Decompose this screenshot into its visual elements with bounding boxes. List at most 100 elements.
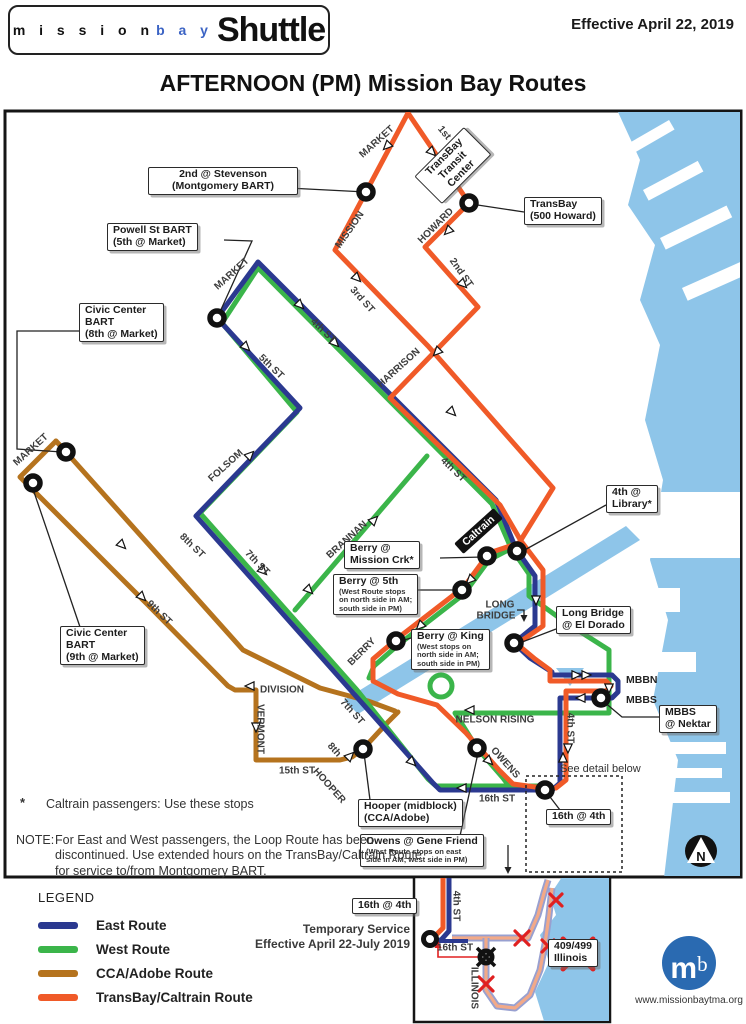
mission-bay-shuttle-logo: m i s s i o n b a y Shuttle: [8, 5, 330, 55]
note-text: For East and West passengers, the Loop R…: [55, 833, 422, 879]
label-line: 16th @ 4th: [552, 810, 606, 822]
direction-arrow-icon: [415, 619, 427, 631]
stop-label-powell-st-bart: Powell St BART(5th @ Market): [107, 223, 198, 251]
direction-arrow-icon: [571, 669, 583, 681]
transbay-caltrain-route-label: TransBay/Caltrain Route: [96, 989, 253, 1005]
stop-label-berry-mission-crk: Berry @Mission Crk*: [344, 541, 420, 569]
stop-label-16th-4th: 16th @ 4th: [546, 809, 612, 825]
note-line-1: For East and West passengers, the Loop R…: [55, 833, 374, 847]
pointer-arrowhead-icon: [520, 615, 528, 622]
discontinued-x-icon: [513, 929, 531, 947]
street-label-15th-st: 15th ST: [278, 765, 316, 777]
page-title: AFTERNOON (PM) Mission Bay Routes: [159, 70, 587, 96]
logo-shuttle-text: Shuttle: [216, 10, 326, 49]
stop-label-transbay-500-howard: TransBay(500 Howard): [524, 197, 602, 225]
street-label-long: LONG: [485, 599, 515, 611]
discontinued-route-orange: [452, 879, 550, 940]
direction-arrow-icon: [293, 298, 305, 310]
asterisk-note-star: *: [20, 795, 26, 810]
stop-marker: [23, 473, 43, 493]
label-line: (500 Howard): [530, 209, 596, 222]
street-label-16th-st: 16th ST: [436, 942, 474, 954]
label-line: (8th @ Market): [85, 327, 158, 340]
logo-bay-text: b a y: [156, 22, 213, 38]
label-line: north side in AM;: [417, 650, 479, 660]
label-connector: [218, 239, 253, 315]
direction-arrow-icon: [250, 722, 262, 734]
label-line: Owens @ Gene Friend: [366, 835, 478, 847]
cca-adobe-route-label: CCA/Adobe Route: [96, 965, 213, 981]
label-line: @ El Dorado: [562, 618, 625, 631]
discontinued-route-orange: [484, 887, 554, 1010]
direction-arrow-icon: [256, 564, 268, 576]
direction-arrow-icon: [581, 669, 593, 681]
direction-arrow-icon: [463, 704, 475, 716]
discontinued-x-icon: [477, 975, 495, 993]
direction-arrow-icon: [243, 450, 255, 462]
label-line: BART: [66, 638, 96, 651]
label-line: 2nd @ Stevenson: [179, 168, 267, 180]
direction-arrow-icon: [135, 590, 147, 602]
stop-marker: [56, 442, 76, 462]
direction-arrow-icon: [482, 754, 494, 766]
direction-arrow-icon: [425, 145, 437, 157]
label-line: 16th @ 4th: [358, 899, 412, 911]
direction-arrow-icon: [367, 515, 379, 527]
label-connector: [33, 491, 81, 628]
stop-label-owens-gene-friend: Owens @ Gene Friend(West Route stops on …: [360, 834, 484, 867]
pier-shape: [682, 254, 740, 301]
label-connector: [602, 700, 659, 718]
note-line-3: for service to/from Montgomery BART.: [55, 863, 267, 878]
pier-shape: [638, 652, 696, 672]
stop-marker: [452, 580, 472, 600]
stop-marker: [477, 546, 497, 566]
label-line: on north side in AM;: [339, 595, 413, 605]
direction-arrow-icon: [432, 345, 444, 357]
effective-date: Effective April 22, 2019: [571, 16, 734, 33]
label-connector: [439, 556, 485, 559]
stop-marker: [356, 182, 376, 202]
direction-arrow-icon: [350, 271, 362, 283]
east-route: [193, 259, 621, 793]
legend-item-transbay: TransBay/Caltrain Route: [38, 985, 253, 1009]
direction-arrow-icon: [530, 595, 542, 607]
street-label-4th-st: 4th ST: [564, 712, 576, 744]
direction-arrow-icon: [328, 336, 340, 348]
street-label-4th-st: 4th ST: [450, 890, 462, 922]
mb-logo-b: b: [697, 952, 708, 977]
street-label-bridge: BRIDGE: [476, 610, 516, 622]
street-label-16th-st: 16th ST: [478, 793, 516, 805]
stop-marker: [504, 633, 524, 653]
label-line: (West Route stops: [339, 586, 406, 596]
direction-arrow-icon: [456, 277, 468, 289]
label-line: Berry @ 5th: [339, 575, 399, 587]
inset-stop-label-16th-4th: 16th @ 4th: [352, 898, 418, 914]
stop-marker: [467, 738, 487, 758]
street-label-division: DIVISION: [260, 684, 304, 696]
pier-shape: [624, 119, 675, 156]
direction-arrow-icon: [455, 782, 467, 794]
stop-label-mbbs-nektar: MBBS@ Nektar: [659, 705, 717, 733]
legend: LEGEND East Route West Route CCA/Adobe R…: [38, 890, 253, 1009]
label-line: 409/499: [554, 940, 592, 952]
closed-stop-x-icon: [475, 946, 497, 968]
direction-arrow-icon: [465, 573, 477, 585]
label-connector: [520, 504, 607, 553]
label-line: south side in PM): [417, 658, 480, 668]
transbay-caltrain-route-swatch: [38, 993, 78, 1001]
label-connector: [459, 752, 479, 837]
pier-shape: [660, 205, 733, 250]
direction-arrow-icon: [382, 139, 394, 151]
direction-arrow-icon: [445, 405, 457, 417]
reroute-arrowhead-icon: [434, 940, 442, 948]
stop-label-hooper-midblock: Hooper (midblock)(CCA/Adobe): [358, 799, 463, 827]
direction-arrow-icon: [562, 743, 574, 755]
direction-arrow-icon: [405, 755, 417, 767]
stop-marker: [535, 780, 555, 800]
label-line: TransBay: [530, 198, 578, 210]
label-line: (CCA/Adobe): [364, 811, 430, 824]
